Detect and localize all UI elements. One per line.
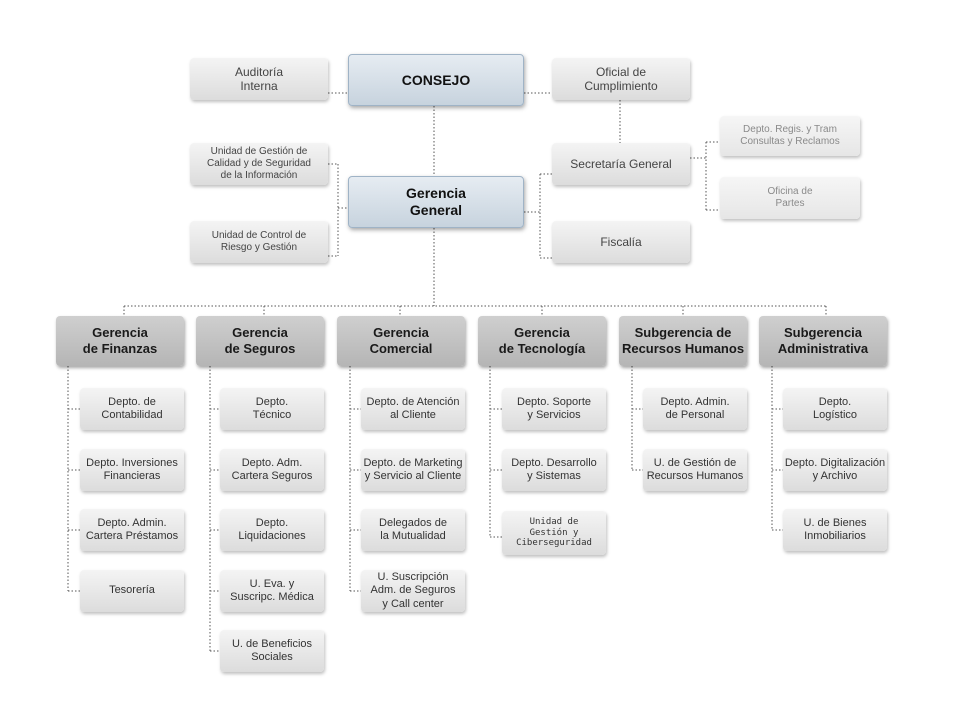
oficial-cumplimiento-box: Oficial de Cumplimiento: [552, 58, 690, 100]
dept-item: Depto. Desarrollo y Sistemas: [502, 449, 606, 491]
dept-item: Depto. de Atención al Cliente: [361, 388, 465, 430]
dept-item: Depto. Admin. Cartera Préstamos: [80, 509, 184, 551]
dept-item: Depto. Inversiones Financieras: [80, 449, 184, 491]
dept-item: U. de Gestión de Recursos Humanos: [643, 449, 747, 491]
unidad-calidad-box: Unidad de Gestión de Calidad y de Seguri…: [190, 143, 328, 185]
secretaria-general-box: Secretaría General: [552, 143, 690, 185]
dept-item: Unidad de Gestión y Ciberseguridad: [502, 511, 606, 555]
dept-item: Depto. de Contabilidad: [80, 388, 184, 430]
fiscalia-box: Fiscalía: [552, 221, 690, 263]
dept-item: Depto. Digitalización y Archivo: [783, 449, 887, 491]
dept-item: Depto. Logístico: [783, 388, 887, 430]
consejo-box: CONSEJO: [348, 54, 524, 106]
dept-header-administrativa: Subgerencia Administrativa: [759, 316, 887, 366]
unidad-riesgo-box: Unidad de Control de Riesgo y Gestión: [190, 221, 328, 263]
oficina-partes-box: Oficina de Partes: [720, 177, 860, 219]
dept-header-tecnologia: Gerencia de Tecnología: [478, 316, 606, 366]
dept-item: Delegados de la Mutualidad: [361, 509, 465, 551]
dept-item: Depto. Adm. Cartera Seguros: [220, 449, 324, 491]
dept-header-seguros: Gerencia de Seguros: [196, 316, 324, 366]
depto-regis-box: Depto. Regis. y Tram Consultas y Reclamo…: [720, 116, 860, 156]
dept-item: Depto. Liquidaciones: [220, 509, 324, 551]
dept-item: U. de Bienes Inmobiliarios: [783, 509, 887, 551]
dept-item: Depto. Soporte y Servicios: [502, 388, 606, 430]
dept-header-rrhh: Subgerencia de Recursos Humanos: [619, 316, 747, 366]
dept-item: Depto. Técnico: [220, 388, 324, 430]
dept-item: U. Eva. y Suscripc. Médica: [220, 570, 324, 612]
gerencia-general-box: Gerencia General: [348, 176, 524, 228]
dept-item: Depto. Admin. de Personal: [643, 388, 747, 430]
dept-item: Depto. de Marketing y Servicio al Client…: [361, 449, 465, 491]
auditoria-interna-box: Auditoría Interna: [190, 58, 328, 100]
dept-item: U. de Beneficios Sociales: [220, 630, 324, 672]
dept-item: Tesorería: [80, 570, 184, 612]
dept-header-comercial: Gerencia Comercial: [337, 316, 465, 366]
dept-item: U. Suscripción Adm. de Seguros y Call ce…: [361, 570, 465, 612]
dept-header-finanzas: Gerencia de Finanzas: [56, 316, 184, 366]
